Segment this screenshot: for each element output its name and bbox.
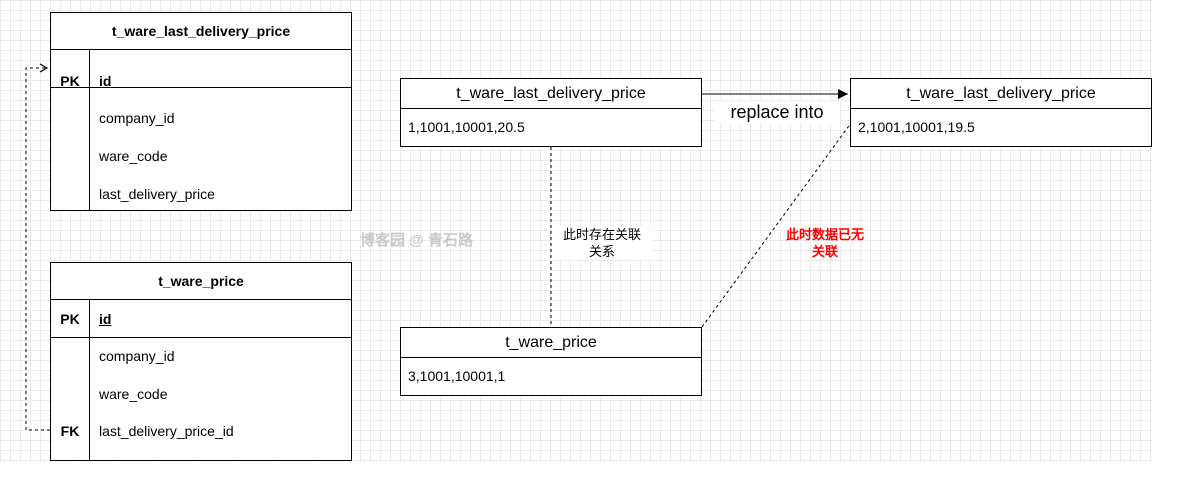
er-pk-row	[51, 300, 351, 338]
watermark-text: 博客园 @ 青石路	[360, 232, 473, 249]
box-record-value: 2,1001,10001,19.5	[858, 119, 975, 135]
linked-relation-label-line-1: 此时存在关联	[562, 227, 641, 242]
box-ware-price[interactable]: t_ware_price 3,1001,10001,1	[400, 327, 702, 396]
unlinked-relation-label: 此时数据已无 关联	[775, 226, 875, 260]
box-record-value: 3,1001,10001,1	[408, 368, 506, 384]
unlinked-relation-label-line-2: 关联	[811, 244, 838, 259]
linked-relation-label: 此时存在关联 关系	[552, 226, 652, 260]
field-ware-code: ware_code	[99, 386, 168, 402]
fk-relation-connector	[25, 63, 50, 431]
linked-relation-label-line-2: 关系	[588, 244, 615, 259]
field-last-delivery-price: last_delivery_price	[99, 186, 215, 202]
pk-label: PK	[60, 73, 80, 89]
field-company-id: company_id	[99, 110, 175, 126]
box-record-value: 1,1001,10001,20.5	[408, 119, 525, 135]
box-title: t_ware_price	[401, 328, 701, 358]
fk-label: FK	[60, 423, 80, 439]
er-column-divider	[89, 50, 90, 210]
box-last-delivery-price-after[interactable]: t_ware_last_delivery_price 2,1001,10001,…	[850, 78, 1152, 147]
er-pk-row	[51, 50, 351, 88]
er-column-divider	[89, 300, 90, 460]
box-last-delivery-price-before[interactable]: t_ware_last_delivery_price 1,1001,10001,…	[400, 78, 702, 147]
er-table-title: t_ware_last_delivery_price	[51, 13, 351, 50]
replace-into-label: replace into	[714, 101, 840, 123]
pk-label: PK	[60, 311, 80, 327]
unlinked-relation-label-line-1: 此时数据已无	[785, 227, 864, 242]
er-table-title: t_ware_price	[51, 263, 351, 300]
unlinked-relation-connector	[701, 122, 852, 328]
pk-field: id	[99, 73, 112, 89]
pk-field: id	[99, 311, 112, 327]
field-company-id: company_id	[99, 348, 175, 364]
field-last-delivery-price-id: last_delivery_price_id	[99, 423, 234, 439]
field-ware-code: ware_code	[99, 148, 168, 164]
box-title: t_ware_last_delivery_price	[851, 79, 1151, 109]
er-table-ware-price[interactable]: t_ware_price PK id company_id ware_code …	[50, 262, 352, 461]
box-title: t_ware_last_delivery_price	[401, 79, 701, 109]
er-table-last-delivery-price[interactable]: t_ware_last_delivery_price PK id company…	[50, 12, 352, 211]
